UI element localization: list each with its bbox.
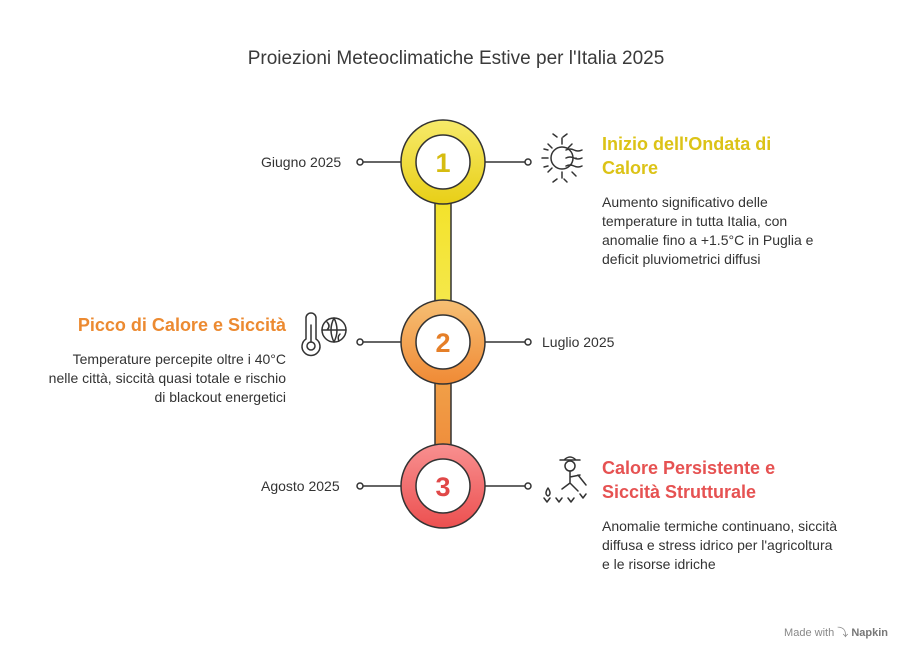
step-date-1: Giugno 2025 [261, 154, 342, 170]
connector-1-2 [434, 199, 452, 305]
step-circle-3: 3 [400, 443, 486, 529]
step-description-2: Temperature percepite oltre i 40°C nelle… [48, 351, 286, 405]
step-heading-3: Calore Persistente e Siccità Strutturale [602, 458, 776, 502]
step-number-2: 2 [435, 328, 450, 358]
step-description-3: Anomalie termiche continuano, siccità di… [602, 518, 838, 572]
thermometer-globe-icon [301, 312, 347, 357]
connector-2-3 [434, 379, 452, 449]
diagram-title: Proiezioni Meteoclimatiche Estive per l'… [247, 48, 665, 69]
footer-prefix: Made with [784, 627, 835, 639]
napkin-logo-icon: ⤵ [837, 627, 849, 639]
step-date-2: Luglio 2025 [542, 334, 615, 350]
footer-brand: Napkin [851, 627, 888, 639]
tick-lines [356, 158, 532, 490]
footer-attribution: Made with ⤵ Napkin [784, 624, 888, 640]
farmer-drought-icon [543, 456, 587, 503]
step-heading-2: Picco di Calore e Siccità [77, 315, 286, 335]
step-description-1: Aumento significativo delle temperature … [602, 194, 814, 267]
step-heading-1: Inizio dell'Ondata di Calore [602, 134, 772, 178]
sun-gear-icon [541, 133, 583, 183]
step-number-3: 3 [435, 472, 450, 502]
step-date-3: Agosto 2025 [261, 478, 340, 494]
step-circle-2: 2 [400, 299, 486, 385]
step-circle-1: 1 [400, 119, 486, 205]
step-number-1: 1 [435, 148, 450, 178]
